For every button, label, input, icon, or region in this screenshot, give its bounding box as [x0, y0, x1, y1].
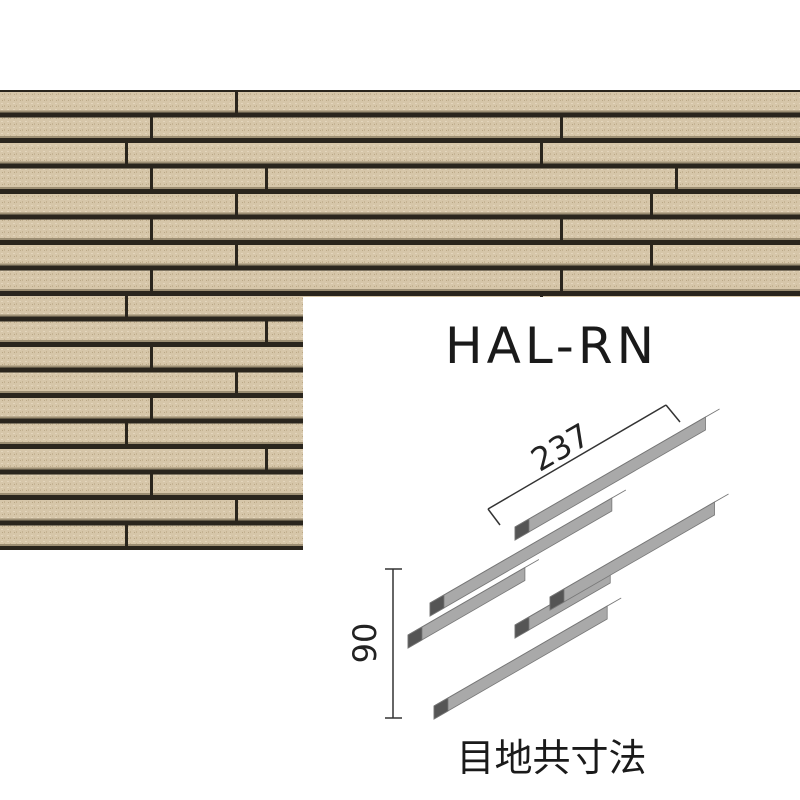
tile-strip-shadow	[563, 136, 800, 138]
tile-strip	[238, 194, 650, 214]
tile-strip	[0, 143, 125, 163]
tile-strip	[153, 168, 265, 188]
tile-strip	[0, 168, 150, 188]
tile-strip	[653, 194, 800, 214]
tile-strip-shadow	[0, 263, 235, 266]
tile-strip-shadow	[0, 110, 235, 113]
tile-strip-shadow	[0, 289, 150, 291]
tile-strip	[268, 168, 675, 188]
tile-strip	[0, 270, 150, 290]
tile-strip-shadow	[0, 544, 125, 546]
joint-dimension-label: 目地共寸法	[456, 736, 647, 780]
tile-dimension-diagram: 237 90	[346, 404, 729, 720]
tile-strip-shadow	[0, 518, 235, 521]
tile-strip	[0, 449, 265, 469]
tile-strip	[153, 117, 560, 137]
stick-end	[514, 518, 530, 541]
tile-strip-shadow	[153, 187, 265, 189]
product-code: HAL-RN	[445, 317, 658, 375]
tile-strip-shadow	[653, 263, 800, 266]
stick-end	[433, 697, 449, 720]
tile-strip-shadow	[238, 263, 650, 266]
length-dimension-label: 237	[525, 416, 597, 479]
tile-strip	[0, 117, 150, 137]
tile-strip	[0, 194, 235, 214]
tile-strip-shadow	[0, 340, 265, 342]
length-dimension-line	[487, 404, 681, 526]
tile-strip-shadow	[0, 391, 235, 393]
stick-end	[407, 626, 423, 649]
tile-strip-shadow	[268, 187, 675, 189]
stick-top	[549, 493, 729, 598]
tile-strip-shadow	[0, 212, 235, 215]
tile-strip	[678, 168, 800, 188]
tile-strip	[0, 219, 150, 239]
tile-strip	[653, 245, 800, 265]
tile-strip-shadow	[0, 493, 150, 495]
tile-strip-shadow	[153, 136, 560, 138]
stick-side	[549, 501, 715, 611]
tile-strip-shadow	[238, 110, 800, 113]
tile-strip	[0, 398, 150, 418]
tile-strip	[153, 270, 560, 290]
tile-strip-shadow	[563, 289, 800, 291]
tile-strip-shadow	[0, 238, 150, 240]
tile-strip	[0, 321, 265, 341]
stick-side	[407, 566, 526, 649]
height-dimension-label: 90	[346, 623, 384, 664]
spec-panel	[303, 297, 800, 800]
tile-strip-shadow	[153, 289, 560, 291]
tile-strip	[0, 474, 150, 494]
tile-strip-shadow	[238, 212, 650, 215]
stick-end	[549, 588, 565, 611]
tile-strip-shadow	[128, 161, 540, 164]
stick-side	[429, 497, 613, 617]
tile-strip	[238, 245, 650, 265]
tile-strip	[563, 270, 800, 290]
tile-strip-shadow	[0, 365, 150, 368]
stick-end	[429, 594, 445, 617]
tile-strip-shadow	[678, 187, 800, 189]
tile-strip	[0, 92, 235, 112]
tile-strip	[0, 296, 125, 316]
tile-strip-shadow	[543, 161, 800, 164]
tile-strip	[128, 143, 540, 163]
tile-strip-shadow	[0, 187, 150, 189]
tile-strip	[0, 500, 235, 520]
tile-strip	[543, 143, 800, 163]
tile-strip	[0, 372, 235, 392]
tile-strip-shadow	[0, 136, 150, 138]
tile-strip-shadow	[0, 442, 125, 444]
tile-strip	[0, 347, 150, 367]
tile-strip	[153, 219, 560, 239]
tile-strip-shadow	[653, 212, 800, 215]
tile-strip	[0, 423, 125, 443]
tile-strip	[0, 525, 125, 545]
tile-strip	[563, 219, 800, 239]
tile-strip-shadow	[0, 314, 125, 317]
tile-strip	[238, 92, 800, 112]
tile-strip	[0, 245, 235, 265]
height-dimension-line	[385, 568, 402, 719]
tile-strip-shadow	[153, 238, 560, 240]
tile-strip-shadow	[0, 416, 150, 419]
tile-strip-shadow	[0, 467, 265, 470]
tile-strip	[563, 117, 800, 137]
stick-end	[514, 616, 530, 639]
tile-strip-shadow	[563, 238, 800, 240]
tile-strip-shadow	[0, 161, 125, 164]
